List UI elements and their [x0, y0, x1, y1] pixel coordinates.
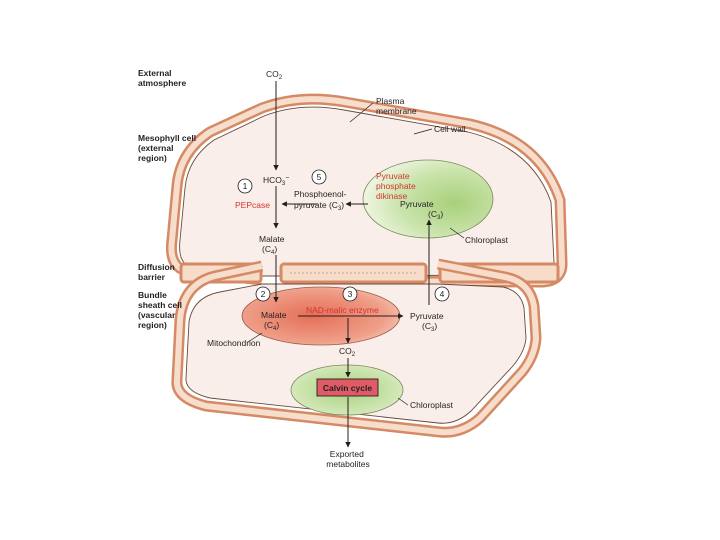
pointer-chloroplast-bottom — [397, 397, 409, 406]
pathway-arrows — [247, 81, 465, 448]
step-2: 2 — [255, 286, 271, 302]
calvin-cycle-box — [316, 378, 379, 397]
label-mitochondrion: Mitochondrion — [207, 338, 261, 348]
label-pyruvate-bottom: Pyruvate (C3) — [410, 311, 446, 333]
label-plasma-membrane: Plasma membrane — [376, 96, 417, 116]
label-co2-out: CO2 — [339, 346, 356, 358]
step-3: 3 — [342, 286, 358, 302]
label-nad-malic-enzyme: NAD-malic enzyme — [306, 305, 379, 315]
label-phosphoenolpyruvate: Phosphoenol- pyruvate (C3) — [294, 189, 349, 212]
chloroplast-top — [362, 159, 494, 239]
pointer-chloroplast-top — [449, 227, 465, 239]
label-chloroplast-bottom: Chloroplast — [410, 400, 454, 410]
label-bundle-sheath-cell: Bundle sheath cell (vascular region) — [138, 290, 184, 330]
step-number: 5 — [317, 172, 322, 182]
pointer-cell-wall — [413, 128, 433, 135]
bundle-sheath-cell — [171, 258, 542, 438]
step-1: 1 — [237, 178, 253, 194]
step-number: 4 — [440, 289, 445, 299]
label-exported-metabolites: Exported metabolites — [326, 449, 369, 469]
label-malate-top: Malate (C4) — [259, 234, 287, 256]
label-cell-wall: Cell wall — [434, 124, 466, 134]
step-4: 4 — [434, 286, 450, 302]
pointer-mitochondrion — [247, 332, 263, 343]
pointer-plasma-membrane — [349, 102, 374, 123]
step-number: 3 — [348, 289, 353, 299]
label-chloroplast-top: Chloroplast — [465, 235, 509, 245]
label-pepcase: PEPcase — [235, 200, 270, 210]
mesophyll-cell — [165, 93, 568, 288]
step-5: 5 — [311, 169, 327, 185]
label-co2-in: CO2 — [266, 69, 283, 81]
label-hco3: HCO3− — [263, 175, 289, 187]
label-external-atmosphere: External atmosphere — [138, 68, 186, 88]
label-malate-bottom: Malate (C4) — [261, 310, 289, 332]
step-number: 2 — [261, 289, 266, 299]
step-number: 1 — [243, 181, 248, 191]
label-calvin-cycle: Calvin cycle — [323, 383, 372, 393]
label-mesophyll-cell: Mesophyll cell (external region) — [138, 133, 198, 163]
label-diffusion-barrier: Diffusion barrier — [138, 262, 177, 282]
label-pyruvate-phosphate-dikinase: Pyruvate phosphate dikinase — [376, 171, 418, 201]
label-pyruvate-top: Pyruvate (C3) — [400, 199, 443, 221]
